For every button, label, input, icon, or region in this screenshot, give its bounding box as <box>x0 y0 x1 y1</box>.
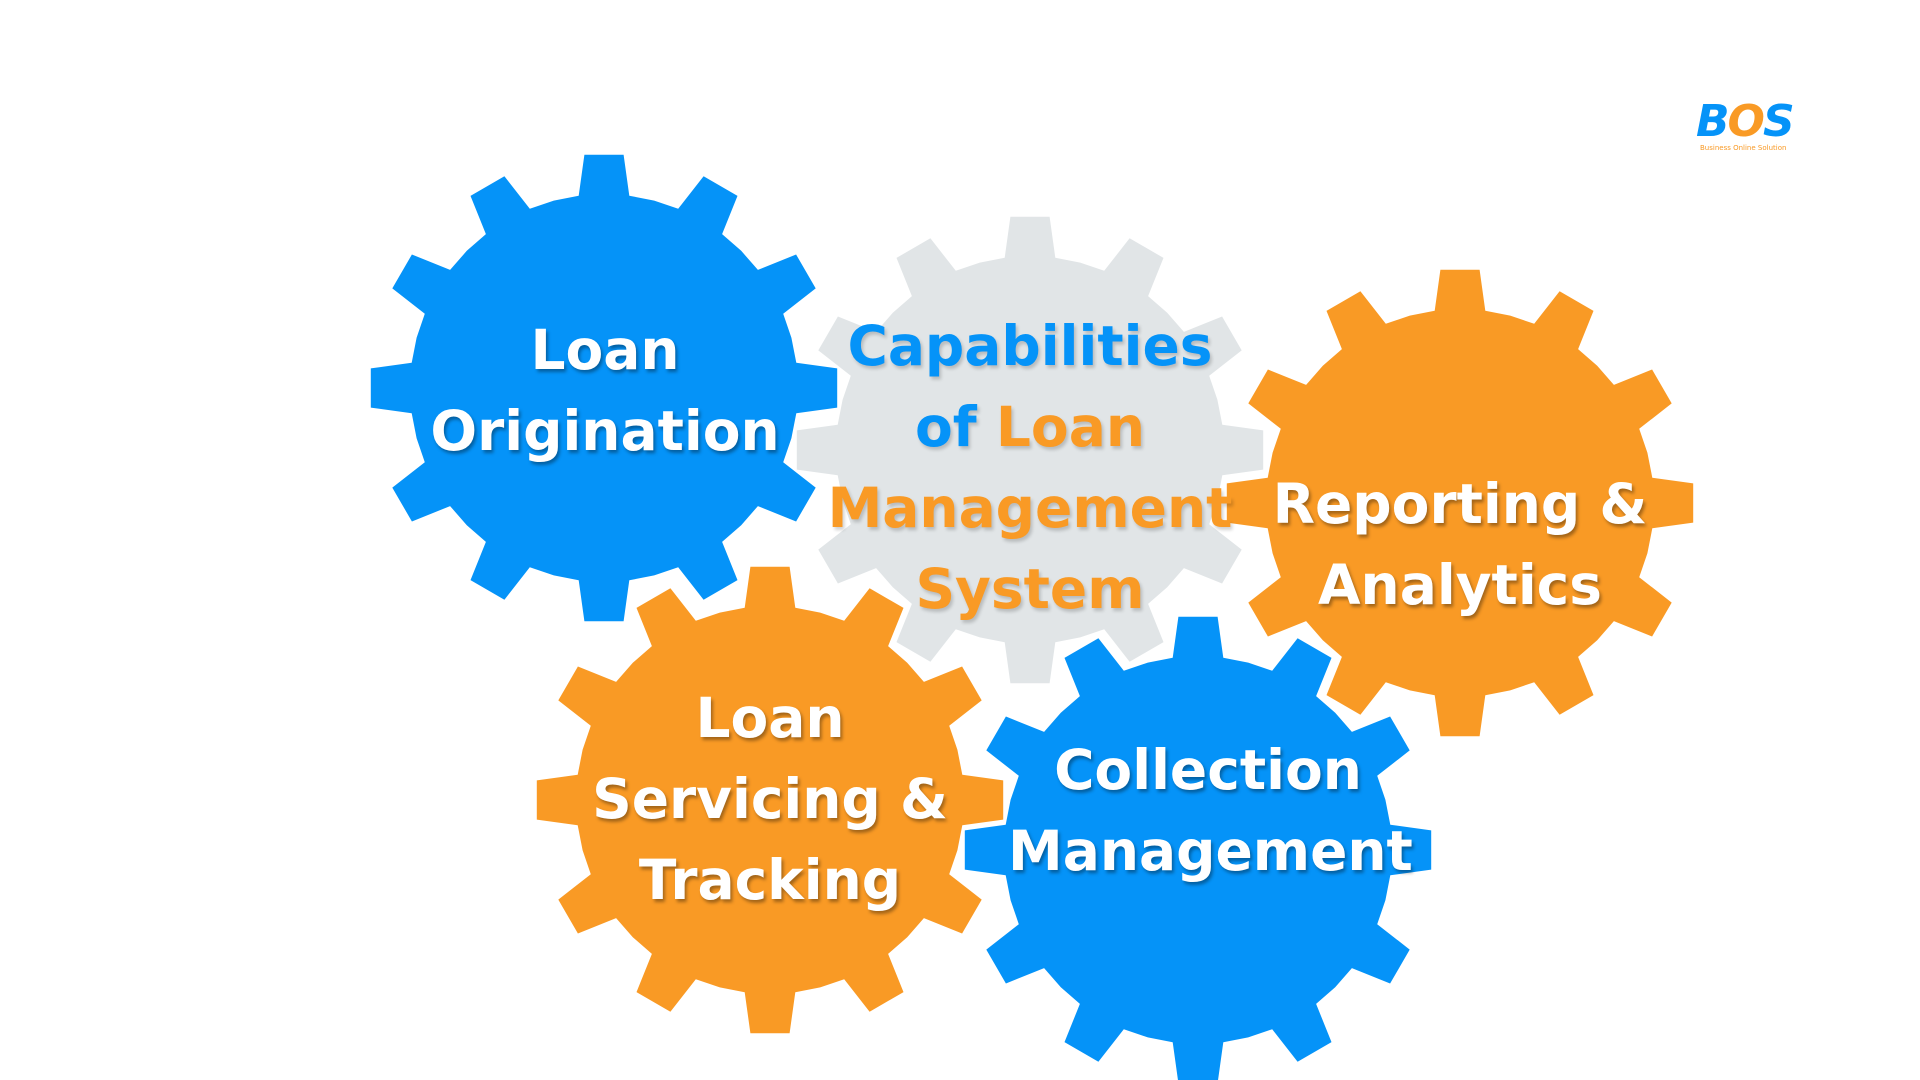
collection-management-line-2: Management <box>1008 819 1413 883</box>
bos-logo-wordmark: BOS <box>1696 96 1795 148</box>
bos-logo-tagline: Business Online Solution <box>1700 144 1787 152</box>
loan-servicing-line-1: Loan <box>695 686 845 750</box>
center-gear <box>796 216 1264 684</box>
center-title-line-3: Management <box>827 476 1233 540</box>
loan-servicing-gear <box>536 566 1004 1034</box>
center-title-of: of <box>915 395 977 459</box>
collection-management-gear <box>964 616 1432 1080</box>
logo-letter-o: O <box>1727 96 1765 147</box>
collection-management-label: Collection Management <box>1008 730 1413 892</box>
center-title: Capabilities of Loan Management System <box>780 306 1280 630</box>
logo-letter-b: B <box>1696 96 1730 147</box>
reporting-analytics-gear <box>1226 269 1694 737</box>
center-title-line-1: Capabilities <box>847 314 1213 378</box>
collection-management-line-1: Collection <box>1054 738 1362 802</box>
center-title-line-4: System <box>915 557 1145 621</box>
reporting-analytics-label: Reporting & Analytics <box>1260 464 1660 626</box>
loan-origination-label: Loan Origination <box>405 310 805 472</box>
loan-servicing-line-2: Servicing & <box>592 767 948 831</box>
logo-letter-s: S <box>1762 96 1795 147</box>
loan-origination-gear <box>370 154 838 622</box>
loan-servicing-label: Loan Servicing & Tracking <box>570 678 970 921</box>
loan-origination-line-2: Origination <box>430 399 780 463</box>
loan-servicing-line-3: Tracking <box>638 848 902 912</box>
center-title-line-2: of Loan <box>780 387 1280 468</box>
reporting-analytics-line-2: Analytics <box>1317 553 1603 617</box>
center-title-loan: Loan <box>995 395 1145 459</box>
bos-logo: BOS Business Online Solution <box>1696 96 1808 156</box>
loan-origination-line-1: Loan <box>530 318 680 382</box>
reporting-analytics-line-1: Reporting & <box>1272 472 1648 536</box>
